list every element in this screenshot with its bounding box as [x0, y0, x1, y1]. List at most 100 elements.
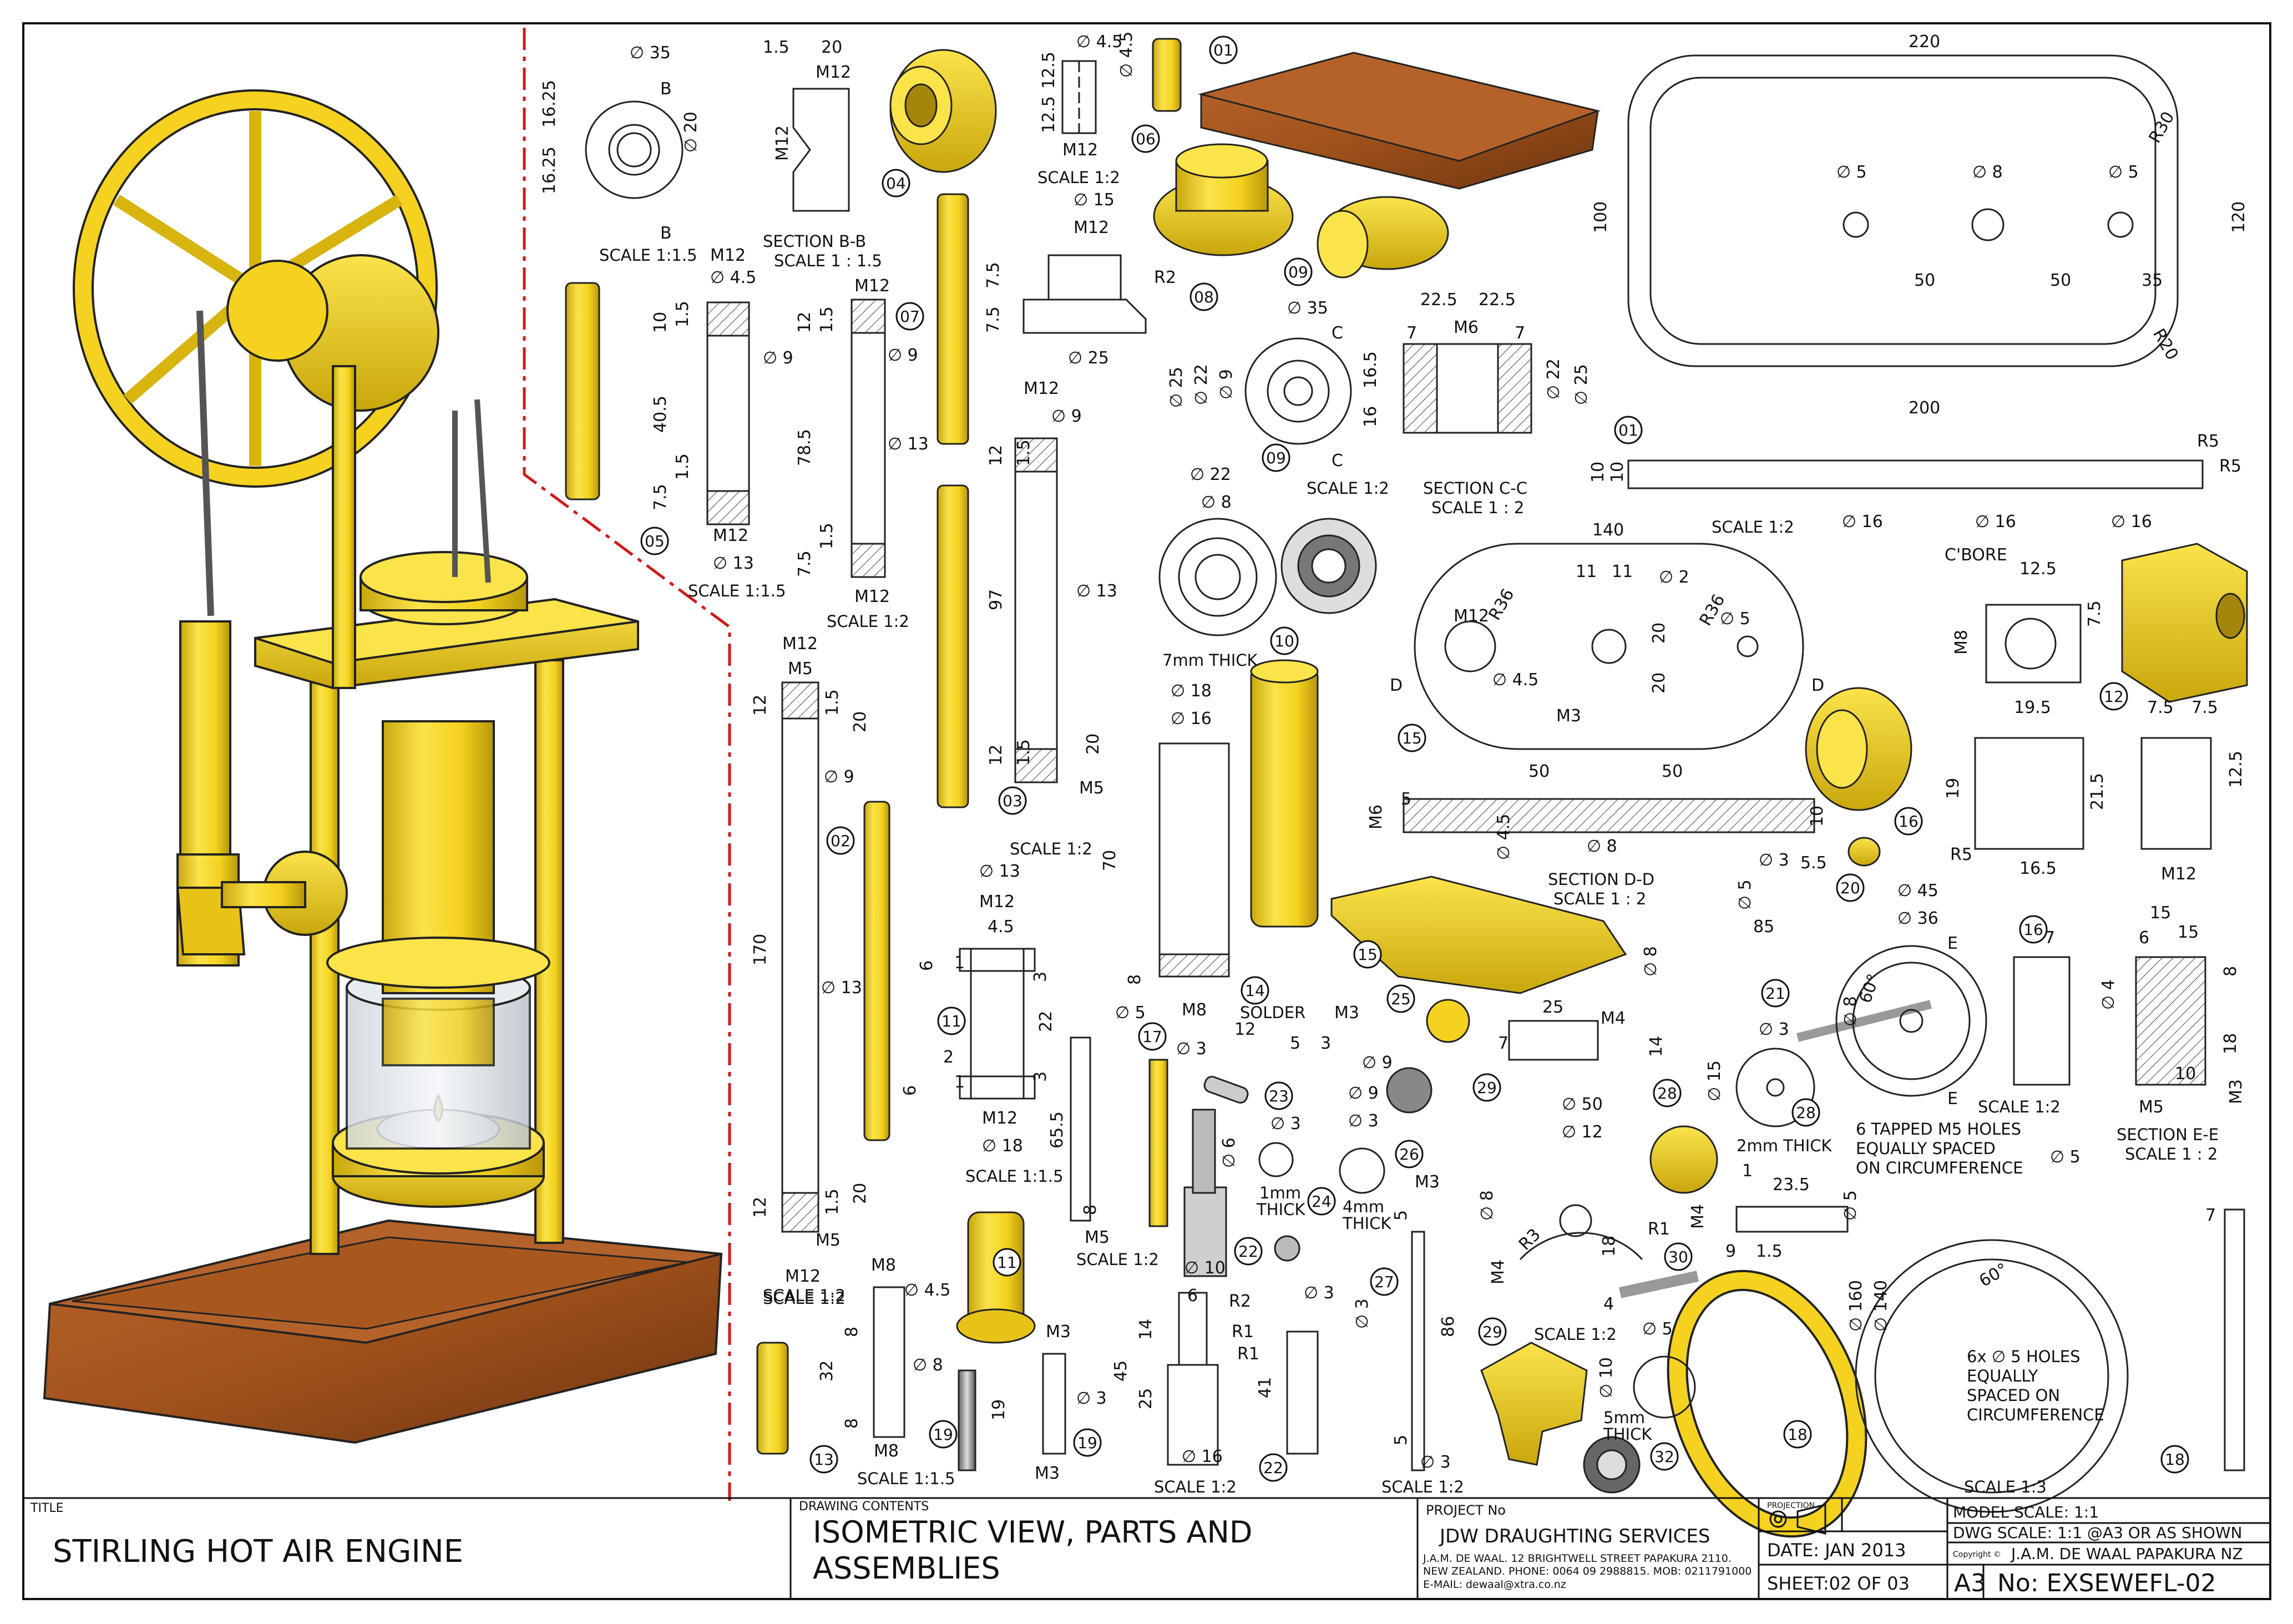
contents-line1: ISOMETRIC VIEW, PARTS AND	[813, 1515, 1252, 1550]
dim: 20	[851, 711, 870, 732]
dim: SECTION B-B	[763, 232, 866, 251]
dim: 1.5	[1014, 739, 1034, 766]
dim: 10	[2175, 1064, 2196, 1084]
dim: E	[1947, 1089, 1958, 1109]
iso-part-05	[565, 282, 600, 500]
balloon-20-label: 20	[1840, 879, 1860, 897]
balloon-20	[1836, 873, 1865, 902]
dim: M12	[1024, 379, 1059, 398]
dim: 8	[842, 1327, 862, 1337]
balloon-09	[1262, 443, 1290, 472]
balloon-15-label: 15	[1402, 729, 1422, 747]
dim: 16.25	[540, 146, 559, 194]
dim: ∅ 50	[1562, 1095, 1603, 1114]
dim: ∅ 35	[1287, 299, 1328, 318]
dim: 6	[917, 960, 937, 971]
dim: B	[660, 79, 672, 99]
dim: SCALE 1 : 2	[1553, 889, 1646, 908]
dim: 1.5	[1014, 439, 1034, 466]
dim: M6	[1366, 805, 1386, 829]
iso-part-07	[937, 193, 969, 445]
dim: ∅ 25	[1167, 367, 1186, 408]
iso-part-14	[1250, 665, 1319, 928]
dim: 20	[851, 1183, 870, 1204]
dim: 20	[821, 38, 842, 57]
dim: M8	[1952, 630, 1971, 655]
balloon-24	[1307, 1187, 1336, 1216]
isometric-view	[43, 89, 723, 1444]
dim: ∅ 35	[630, 43, 671, 63]
dim: 1	[954, 1072, 965, 1092]
balloon-10	[1270, 626, 1299, 655]
dim: ∅ 4.5	[1076, 32, 1122, 52]
dim: ∅ 22	[1190, 465, 1231, 484]
balloon-22-label: 22	[1263, 1459, 1283, 1477]
dim: M8	[874, 1441, 899, 1461]
dim: R20	[2149, 326, 2182, 364]
company-address1: J.A.M. DE WAAL. 12 BRIGHTWELL STREET PAP…	[1423, 1552, 1732, 1565]
dim: SCALE 1:2	[1076, 1250, 1159, 1269]
dim: D	[1811, 676, 1824, 695]
dim: 5	[1391, 1210, 1411, 1221]
dim: 16.5	[2019, 859, 2057, 878]
company-name: JDW DRAUGHTING SERVICES	[1439, 1525, 1710, 1547]
iso-part-29	[1480, 1342, 1588, 1466]
dim: ∅ 9	[1362, 1053, 1393, 1072]
dim: ∅ 10	[1597, 1357, 1616, 1398]
contents-line2: ASSEMBLIES	[813, 1551, 1000, 1586]
dim: 3	[1031, 1071, 1050, 1082]
balloon-12-label: 12	[2104, 687, 2124, 706]
dim: SCALE 1:1.5	[965, 1167, 1064, 1186]
dim: ∅ 18	[1171, 681, 1212, 701]
dim: 12.5	[1039, 52, 1059, 89]
dim: R36	[1485, 585, 1518, 624]
balloon-08	[1189, 282, 1218, 311]
dim: ∅ 8	[1201, 493, 1232, 512]
balloon-15	[1353, 940, 1382, 969]
dim: SPACED ON	[1967, 1386, 2060, 1405]
dim: 12	[795, 312, 814, 333]
dim: 2	[943, 1048, 954, 1067]
balloon-29-label: 29	[1482, 1323, 1502, 1341]
iso-power-cylinder	[179, 620, 231, 856]
dim: 7mm THICK	[1162, 651, 1258, 670]
balloon-09	[1284, 257, 1313, 286]
dim: 220	[1909, 32, 1940, 52]
balloon-01-label: 01	[1213, 41, 1233, 59]
red-section-line	[523, 28, 731, 1501]
title-block	[23, 1497, 2270, 1599]
dim: 12	[751, 1197, 770, 1218]
dim: ∅ 5	[1735, 879, 1755, 910]
balloon-30-label: 30	[1668, 1248, 1688, 1266]
dim: ∅ 45	[1897, 881, 1938, 900]
iso-part-30	[1618, 1271, 1699, 1298]
dim: 7.5	[984, 262, 1003, 289]
dim: SOLDER	[1240, 1003, 1305, 1022]
dim: ∅ 3	[1420, 1453, 1451, 1472]
dim: ∅ 9	[1217, 369, 1236, 399]
iso-part-22	[1183, 1186, 1227, 1277]
dim: M12	[979, 892, 1015, 912]
dim: 1	[1742, 1161, 1753, 1181]
dim: M6	[1454, 318, 1479, 337]
dim: 8	[1081, 1205, 1100, 1215]
iso-part-03	[937, 484, 969, 808]
dim: 1mm	[1259, 1183, 1301, 1202]
project-caption: PROJECT No	[1426, 1502, 1506, 1518]
dim: 10	[1608, 462, 1627, 483]
copyright-mark: Copyright ©	[1953, 1550, 2001, 1559]
balloon-09-label: 09	[1288, 263, 1308, 281]
dim: 20	[1649, 672, 1669, 694]
dim: 16.25	[540, 80, 559, 128]
dim: SCALE 1:2	[1010, 839, 1092, 858]
dim: 20	[1649, 623, 1669, 644]
balloon-14	[1241, 976, 1269, 1005]
date-field: DATE: JAN 2013	[1767, 1540, 1906, 1561]
dim: ∅ 16	[1182, 1447, 1223, 1466]
dim: 12	[986, 745, 1006, 766]
dim: 65.5	[1047, 1111, 1067, 1149]
dim: 6x ∅ 5 HOLES	[1967, 1347, 2081, 1366]
dim: THICK	[1342, 1214, 1391, 1233]
dim: ∅ 160	[1846, 1280, 1866, 1332]
balloon-04-label: 04	[886, 174, 906, 193]
